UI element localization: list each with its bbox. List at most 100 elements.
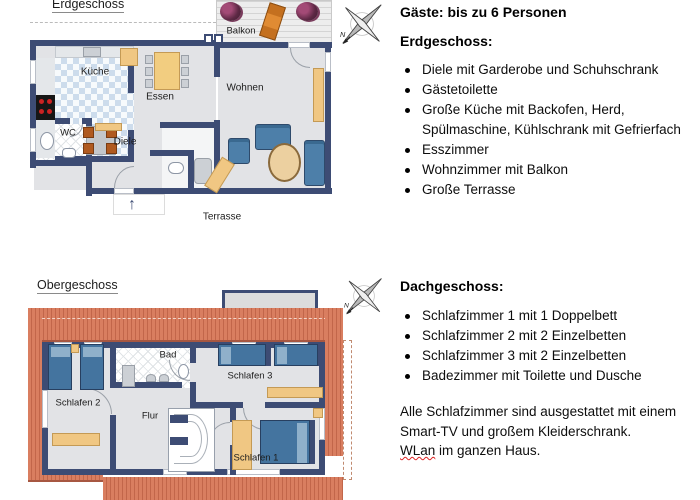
dining-table [154, 52, 180, 90]
chair [145, 55, 153, 64]
chair [145, 67, 153, 76]
plant-icon [296, 2, 318, 21]
toilet [40, 132, 54, 150]
entrance-arrow-icon: ↑ [128, 196, 136, 213]
wall-segment [150, 150, 194, 156]
bed-headboard [318, 344, 323, 366]
plant-icon [220, 2, 241, 21]
wall-segment [86, 188, 332, 194]
wardrobe [232, 420, 252, 470]
wall-segment [190, 382, 196, 408]
wall-segment [214, 42, 220, 77]
wall-segment [82, 118, 92, 124]
cabinet [120, 48, 138, 66]
wall-segment [86, 160, 92, 196]
room-label-terrasse: Terrasse [202, 211, 242, 223]
sink [159, 374, 169, 382]
armchair [228, 138, 250, 164]
wall-segment [30, 160, 88, 166]
wall-segment [218, 42, 332, 48]
wall-segment [42, 342, 325, 348]
bed-headboard [310, 420, 315, 464]
wall-segment [128, 130, 134, 162]
dresser [267, 387, 323, 398]
wall-segment [55, 156, 134, 162]
list-item: Badezimmer mit Toilette und Dusche [400, 366, 698, 386]
window [227, 469, 280, 475]
window [30, 128, 36, 152]
wall-segment [230, 408, 236, 422]
staircase-rail [174, 414, 208, 464]
room-label-diele: Diele [113, 136, 137, 148]
chair [181, 55, 189, 64]
wall-segment [116, 382, 182, 388]
erdgeschoss-heading: Erdgeschoss: [400, 33, 493, 49]
sink [168, 162, 184, 174]
wall-segment [30, 40, 36, 168]
chair [181, 79, 189, 88]
roof-ridge-line [32, 318, 337, 319]
wlan-word: WLan [400, 443, 436, 458]
sofa [304, 140, 325, 186]
compass-icon: N [340, 4, 382, 45]
chair [106, 143, 117, 154]
wall-segment [188, 150, 194, 190]
wall-segment [196, 402, 243, 408]
wall-segment [128, 46, 134, 93]
list-item: Schlafzimmer 1 mit 1 Doppelbett [400, 306, 698, 326]
bed [48, 344, 72, 390]
list-item: Große Terrasse [400, 180, 698, 200]
floorplan-obergeschoss: Schlafen 2 Bad Schlafen 3 Flur Schlafen … [22, 278, 357, 500]
room-label-wohnen: Wohnen [226, 82, 264, 94]
window [325, 52, 331, 72]
og-plan-title: Obergeschoss [37, 278, 118, 294]
stair-step [170, 415, 188, 423]
eg-plan-title: Erdgeschoss [52, 0, 125, 13]
room-label-schlafen2: Schlafen 2 [55, 397, 101, 409]
room-label-flur: Flur [141, 410, 159, 422]
list-item: Große Küche mit Backofen, Herd, Spülmasc… [400, 100, 698, 140]
dachgeschoss-heading: Dachgeschoss: [400, 278, 504, 294]
erdgeschoss-bullet-list: Diele mit Garderobe und Schuhschrank Gäs… [400, 60, 698, 200]
nightstand [313, 408, 323, 418]
wall-segment [110, 415, 116, 475]
roof [325, 308, 343, 456]
chair [181, 67, 189, 76]
wall-segment [110, 342, 116, 388]
chair [83, 127, 94, 138]
shower [122, 365, 135, 387]
window [204, 34, 213, 44]
wall-segment [265, 402, 325, 408]
window [42, 390, 48, 428]
list-item: Schlafzimmer 2 mit 2 Einzelbetten [400, 326, 698, 346]
list-item: Gästetoilette [400, 80, 698, 100]
nightstand [71, 344, 79, 353]
room-label-kueche: Küche [80, 66, 110, 78]
roof [103, 477, 343, 500]
bed [274, 344, 318, 366]
kitchen-sink [83, 47, 101, 57]
window [30, 60, 36, 84]
room-label-schlafen3: Schlafen 3 [227, 370, 273, 382]
entrance-door-gap [114, 188, 134, 194]
notes-paragraph: Alle Schlafzimmer sind ausgestattet mit … [400, 402, 700, 461]
compass-icon: N [344, 278, 382, 315]
roof [28, 308, 343, 342]
guests-heading: Gäste: bis zu 6 Personen [400, 4, 567, 20]
sink [62, 148, 76, 158]
chair [83, 143, 94, 154]
rug [268, 143, 301, 182]
list-item: Wohnzimmer mit Balkon [400, 160, 698, 180]
toilet [178, 364, 189, 379]
bed [80, 344, 104, 390]
list-item: Schlafzimmer 3 mit 2 Einzelbetten [400, 346, 698, 366]
balcony-door-gap [288, 42, 310, 48]
room-label-essen: Essen [146, 91, 174, 103]
chair [145, 79, 153, 88]
room-label-schlafen1: Schlafen 1 [233, 452, 279, 464]
list-item: Diele mit Garderobe und Schuhschrank [400, 60, 698, 80]
svg-text:N: N [340, 30, 346, 39]
wall-segment [30, 40, 216, 46]
list-item: Esszimmer [400, 140, 698, 160]
eaves-dashed-line [30, 22, 216, 23]
